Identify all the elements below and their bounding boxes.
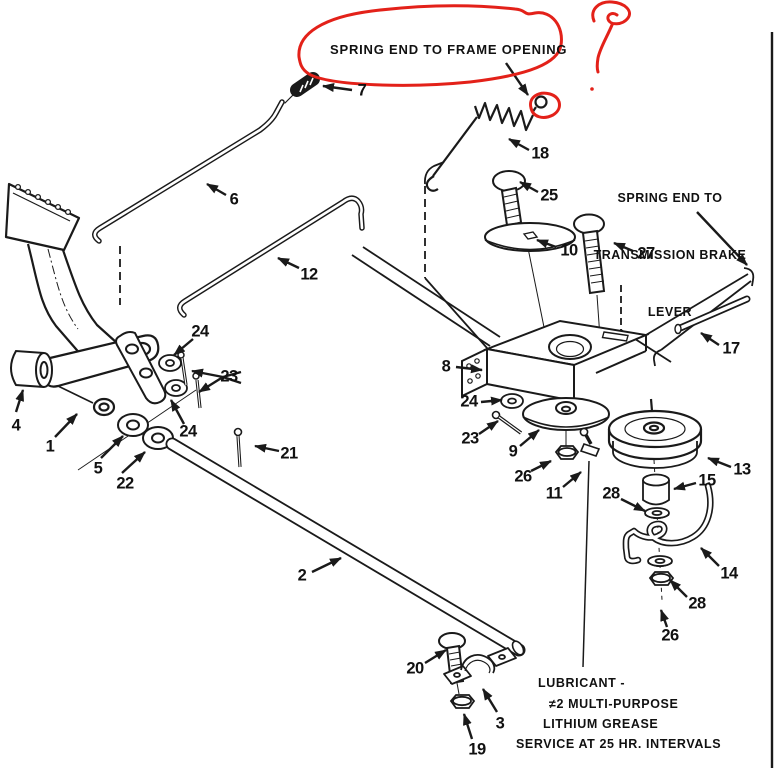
brake-rod-12 [177,195,365,318]
hex-nut-26-upper [554,445,580,460]
note-transmission-line1: SPRING END TO [617,191,723,205]
cotter-pin-23-bracket [491,410,523,435]
washer-28-upper [644,507,670,520]
ferrule-7 [290,72,320,97]
part-callout-15: 15 [698,471,716,490]
washer-28-lower [647,555,673,568]
part-callout-22: 22 [116,474,134,493]
note-lubricant-line3: LITHIUM GREASE [543,717,659,731]
part-callout-28: 28 [688,594,706,613]
part-callout-7: 7 [357,81,367,100]
part-callout-24: 24 [191,322,209,341]
part-callout-6: 6 [229,190,239,209]
red-circle-frame-opening [297,4,563,87]
part-callout-12: 12 [300,265,318,284]
pivot-shaft-2 [165,437,526,657]
part-callout-3: 3 [495,714,505,733]
idler-disc-9 [522,397,610,431]
red-circle-spring-hook [529,91,561,119]
washer-5 [117,413,149,437]
part-callout-4: 4 [11,416,21,435]
part-callout-2: 2 [297,566,307,585]
part-callout-13: 13 [733,460,751,479]
note-spring-end-to-transmission: SPRING END TO TRANSMISSION BRAKE LEVER [589,151,751,360]
rod-clamp-3 [443,647,517,685]
note-transmission-line2: TRANSMISSION BRAKE [593,248,747,262]
clutch-rod-6 [92,90,298,244]
spacer-15 [642,473,670,506]
red-annotations [297,0,631,119]
part-callout-5: 5 [93,459,103,478]
grease-fitting-11 [579,427,601,457]
hex-nut-26-lower [648,571,675,586]
washer-24-bracket [500,393,524,409]
note-lubricant-line2: ≠2 MULTI-PURPOSE [549,697,679,711]
pivot-rod-17 [674,295,751,335]
note-lubricant-line4: SERVICE AT 25 HR. INTERVALS [516,737,722,751]
carriage-bolt-27 [573,213,606,295]
bushing-4 [10,349,53,388]
note-transmission-line3: LEVER [647,305,693,319]
part-callout-18: 18 [531,144,549,163]
washers-24-pedal [158,354,188,397]
note-lubricant-line1: LUBRICANT - [538,676,626,690]
tension-spring-18 [425,95,548,192]
part-callout-23: 23 [461,429,479,448]
part-callout-20: 20 [406,659,424,678]
red-question-mark [591,0,631,74]
part-callout-26: 26 [514,467,532,486]
hex-nut-19 [449,694,476,709]
part-callout-10: 10 [560,241,578,260]
belt-guide-14 [622,482,714,565]
part-callout-25: 25 [540,186,558,205]
part-callout-11: 11 [545,484,563,503]
part-callout-23: 23 [220,367,238,386]
flat-washer-10 [484,222,576,252]
carriage-bolt-25 [492,170,526,234]
part-callout-17: 17 [722,339,740,358]
part-callout-14: 14 [720,564,738,583]
red-question-dot [590,87,594,91]
part-callout-21: 21 [280,444,298,463]
part-callout-24: 24 [179,422,197,441]
washer-22 [142,426,174,450]
note-spring-end-to-frame-opening: SPRING END TO FRAME OPENING [330,42,568,57]
part-callout-26: 26 [661,626,679,645]
link-plate [115,331,167,405]
part-callout-8: 8 [441,357,451,376]
idler-pulley-13 [607,398,703,469]
callout-arrows [14,62,748,740]
part-callout-24: 24 [460,392,478,411]
part-callout-19: 19 [468,740,486,759]
part-callout-27: 27 [637,244,655,263]
cotter-pin-21 [233,427,243,468]
lubricant-leader-line [582,460,590,668]
part-callout-9: 9 [508,442,518,461]
idler-bracket-8 [461,319,650,403]
part-callout-28: 28 [602,484,620,503]
part-callout-1: 1 [45,437,55,456]
